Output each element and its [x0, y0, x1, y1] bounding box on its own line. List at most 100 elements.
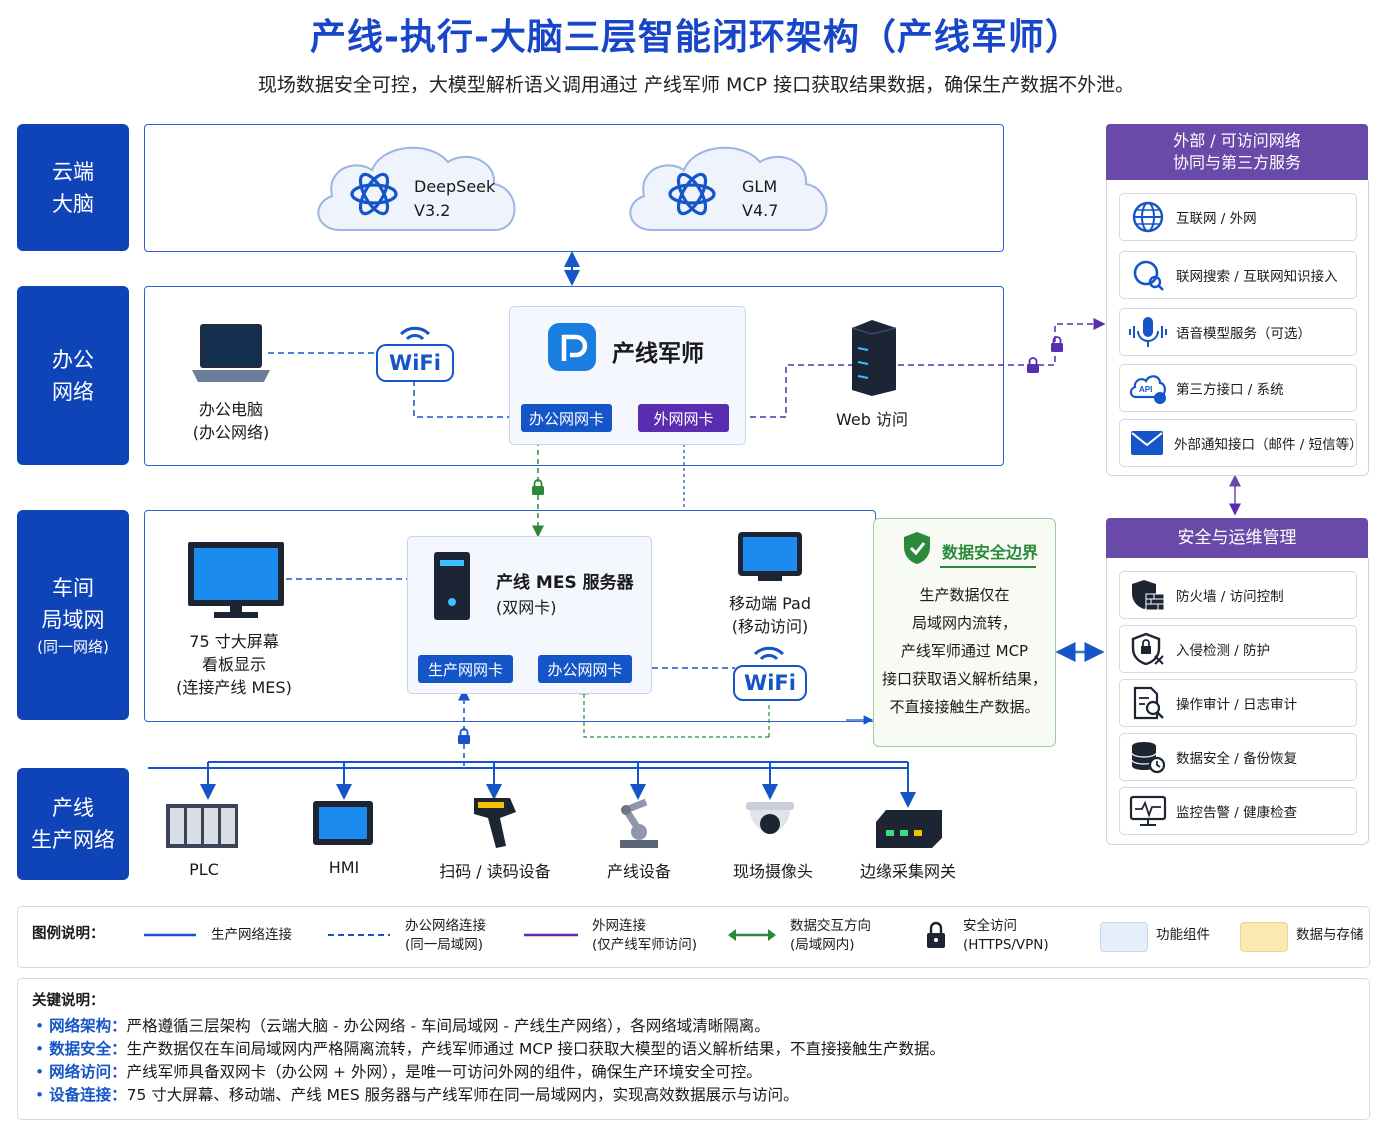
- layer-label-line: 大脑: [52, 191, 94, 216]
- security-boundary-panel: 数据安全边界 生产数据仅在 局域网内流转， 产线军师通过 MCP 接口获取语义解…: [873, 518, 1056, 747]
- mes-subtitle: (双网卡): [496, 598, 557, 617]
- legend-label-line: (仅产线军师访问): [592, 937, 698, 953]
- legend-label-line: 数据交互方向: [790, 918, 871, 934]
- note-key: 网络架构：: [49, 1017, 127, 1035]
- security-item-firewall[interactable]: 防火墙 / 访问控制: [1119, 571, 1357, 619]
- office-pc-label: 办公电脑 (办公网络): [170, 398, 292, 444]
- model-name: GLM: [742, 177, 778, 196]
- mes-title: 产线 MES 服务器: [496, 573, 634, 593]
- device-label-line-equipment: 产线设备: [606, 862, 671, 881]
- service-label: 第三方接口 / 系统: [1176, 382, 1284, 398]
- device-label-plc: PLC: [189, 860, 219, 879]
- legend-label-line: (HTTPS/VPN): [963, 937, 1049, 953]
- production-nic-badge: 生产网网卡: [418, 655, 513, 683]
- globe-icon: [1132, 201, 1164, 233]
- barcode-scanner-icon: [474, 798, 516, 848]
- advisor-logo-icon: [548, 323, 596, 371]
- legend-label: 安全访问 (HTTPS/VPN): [963, 917, 1049, 955]
- device-label-scanner: 扫码 / 读码设备: [439, 862, 551, 881]
- layer-label-office: 办公 网络: [17, 286, 129, 465]
- security-label: 入侵检测 / 防护: [1176, 643, 1271, 659]
- advisor-name: 产线军师: [612, 341, 704, 367]
- intrusion-shield-icon: [1131, 632, 1164, 666]
- legend-swatch-data-direction: [728, 929, 776, 941]
- legend-label: 外网连接 (仅产线军师访问): [592, 917, 697, 955]
- note-key: 设备连接：: [49, 1086, 127, 1104]
- legend-swatch-external-line: [524, 933, 578, 937]
- text-line: 局域网内流转，: [911, 614, 1017, 632]
- dome-camera-icon: [746, 802, 794, 834]
- label-line: 移动端 Pad: [729, 594, 811, 613]
- page-title: 产线-执行-大脑三层智能闭环架构（产线军师）: [310, 17, 1082, 58]
- monitor-icon: [188, 542, 284, 618]
- office-nic-badge: 办公网网卡: [521, 404, 612, 432]
- note-item: • 设备连接：75 寸大屏幕、移动端、产线 MES 服务器与产线军师在同一局域网…: [35, 1086, 799, 1104]
- note-text: 生产数据仅在车间局域网内严格隔离流转，产线军师通过 MCP 接口获取大模型的语义…: [126, 1040, 946, 1058]
- legend-swatch-component: [1100, 922, 1148, 952]
- external-service-internet[interactable]: 互联网 / 外网: [1119, 193, 1357, 241]
- legend-label-line: 办公网络连接: [405, 918, 486, 934]
- wifi-icon: [399, 326, 431, 341]
- security-item-backup[interactable]: 数据安全 / 备份恢复: [1119, 733, 1357, 781]
- ai-model-icon: [350, 172, 398, 216]
- mes-office-nic-badge: 办公网网卡: [538, 655, 632, 683]
- monitor-alert-icon: [1129, 795, 1167, 826]
- device-label-camera: 现场摄像头: [732, 862, 813, 881]
- security-label: 监控告警 / 健康检查: [1176, 805, 1298, 821]
- security-boundary-text: 生产数据仅在 局域网内流转， 产线军师通过 MCP 接口获取语义解析结果， 不直…: [874, 581, 1055, 721]
- web-search-icon: [1133, 260, 1164, 291]
- external-service-third-party[interactable]: API 第三方接口 / 系统: [1119, 364, 1357, 412]
- model-version: V3.2: [414, 201, 451, 220]
- note-key: 数据安全：: [49, 1040, 127, 1058]
- label-line: 75 寸大屏幕: [189, 632, 279, 651]
- title-underline: [940, 566, 1036, 568]
- legend-lock-icon: [927, 921, 945, 948]
- lock-icon: [1027, 357, 1039, 373]
- note-key: 网络访问：: [49, 1063, 127, 1081]
- service-label: 语音模型服务（可选）: [1176, 326, 1311, 342]
- wifi-badge-office: WiFi: [376, 344, 454, 382]
- notes-title: 关键说明：: [32, 993, 105, 1009]
- layer-label-production: 产线 生产网络: [17, 768, 129, 880]
- layer-label-line: 网络: [52, 379, 94, 404]
- label-line: 看板显示: [201, 655, 266, 674]
- security-label: 数据安全 / 备份恢复: [1176, 751, 1298, 767]
- security-item-intrusion[interactable]: 入侵检测 / 防护: [1119, 625, 1357, 673]
- external-service-notification[interactable]: 外部通知接口（邮件 / 短信等）: [1119, 419, 1363, 467]
- key-notes-panel: 关键说明： • 网络架构：严格遵循三层架构（云端大脑 - 办公网络 - 车间局域…: [17, 978, 1370, 1120]
- api-cloud-icon: API: [1129, 375, 1166, 404]
- layer-label-line: 办公: [52, 347, 94, 372]
- edge-gateway-icon: [876, 810, 942, 848]
- external-service-voice-model[interactable]: 语音模型服务（可选）: [1119, 308, 1357, 356]
- layer-label-line: 产线: [52, 796, 94, 820]
- shield-check-icon: [904, 532, 930, 564]
- pad-label: 移动端 Pad (移动访问): [712, 592, 828, 638]
- server-icon: [851, 320, 897, 396]
- label-line: (移动访问): [731, 617, 809, 636]
- web-access-label: Web 访问: [836, 410, 908, 429]
- legend-label: 数据交互方向 (局域网内): [790, 917, 871, 955]
- note-item: • 数据安全：生产数据仅在车间局域网内严格隔离流转，产线军师通过 MCP 接口获…: [35, 1040, 946, 1058]
- text-line: 生产数据仅在: [919, 586, 1010, 604]
- security-boundary-title: 数据安全边界: [942, 543, 1039, 562]
- database-backup-icon: [1131, 742, 1166, 774]
- cloud-model-deepseek: DeepSeek V3.2: [414, 175, 495, 223]
- mail-icon: [1131, 431, 1163, 455]
- legend-label: 数据与存储: [1296, 927, 1364, 943]
- legend-panel: 图例说明： 生产网络连接 办公网络连接 (同一局域网) 外网连接 (仅产线军师访…: [17, 906, 1370, 968]
- label-line: 办公电脑: [198, 400, 263, 419]
- layer-label-cloud: 云端 大脑: [17, 124, 129, 251]
- robot-arm-icon: [620, 798, 658, 848]
- security-label: 操作审计 / 日志审计: [1176, 697, 1298, 713]
- layer-label-line: 生产网络: [31, 828, 115, 852]
- legend-label: 生产网络连接: [211, 927, 292, 943]
- layer-label-line: 局域网: [41, 608, 105, 632]
- security-item-audit[interactable]: 操作审计 / 日志审计: [1119, 679, 1357, 727]
- ai-model-icon: [668, 172, 716, 216]
- security-panel-header: 安全与运维管理: [1106, 518, 1368, 558]
- wifi-icon: [753, 646, 785, 661]
- security-item-monitor[interactable]: 监控告警 / 健康检查: [1119, 787, 1357, 835]
- service-label: 联网搜索 / 互联网知识接入: [1176, 269, 1338, 285]
- external-service-web-search[interactable]: 联网搜索 / 互联网知识接入: [1119, 251, 1357, 299]
